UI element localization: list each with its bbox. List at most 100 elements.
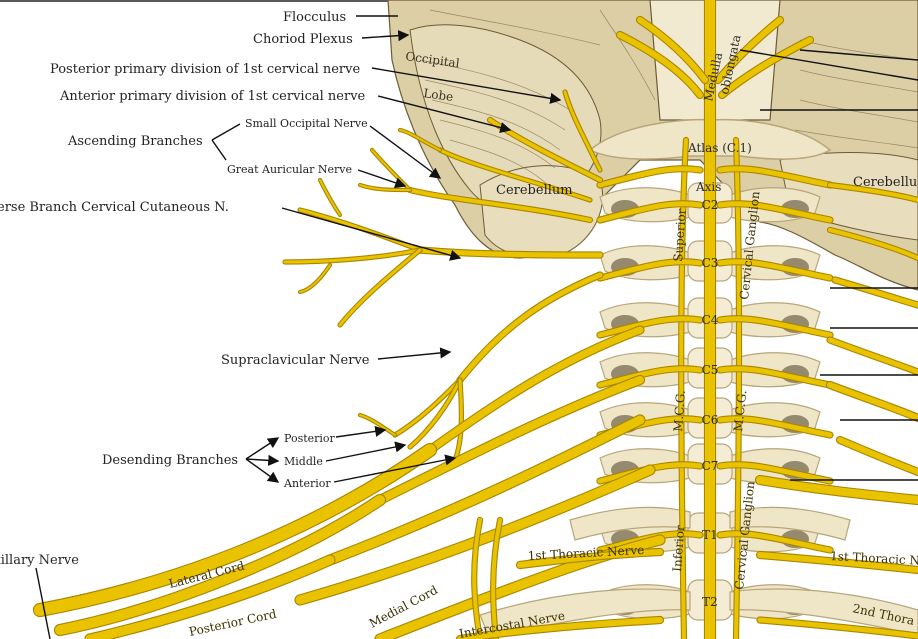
transverse-branch-3 [338,248,422,327]
axillary-nerve-label: Axillary Nerve [0,553,79,568]
right-branch-5 [827,382,918,421]
posterior-primary-label: Posterior primary division of 1st cervic… [50,62,360,77]
vertebra-label-C5: C5 [702,363,719,377]
desc-posterior [393,378,462,437]
root-right-3 [717,316,833,338]
transverse-twig-2-outline [297,262,333,295]
desc-middle [408,378,462,449]
supraclavicular-leader [377,347,452,360]
middle-trunk [325,415,645,565]
first-thoracic-right-label: 1st Thoracic Nerve [830,549,918,569]
medial-cord [375,535,665,639]
cranial-bundle-left-2 [617,32,703,98]
inferior-label: Inferior [670,525,687,573]
first-thoracic-left-label: 1st Thoracic Nerve [527,543,644,563]
root-right-2 [717,259,833,281]
cranial-bundle-right-1 [715,17,783,83]
descending-leader-1 [245,437,280,460]
anterior-label: Anterior [283,477,331,490]
anterior-branch-leader [333,454,457,483]
vertebra-label-C7: C7 [702,459,719,473]
ascending-leader-1 [211,123,241,141]
descending-leader-3 [245,458,280,483]
posterior-branch-leader [335,425,387,438]
leader-lines [35,15,918,639]
great-auricular-branch-2 [359,184,411,191]
superior-label: Superior [671,208,689,262]
atlas-label: Atlas (C.1) [687,141,752,155]
cerebellum-left-label: Cerebellum [496,183,573,198]
transverse-cervical-nerve [417,247,603,258]
great-auricular-branch-1 [371,149,411,191]
anterior-primary-label: Anterior primary division of 1st cervica… [59,89,366,104]
small-occipital-leader [369,125,442,179]
right-branch-2 [828,228,918,260]
transverse-leader [281,207,462,261]
great-auricular-leader [357,169,407,189]
posterior-primary-leader [371,67,562,104]
small-occipital-branch [399,129,441,151]
vertebra-label-C2: C2 [702,198,719,212]
axis-label: Axis [695,180,721,194]
descending-branches-label: Desending Branches [102,453,238,468]
posterior-cord [55,495,385,635]
descending-leader-2 [245,454,280,466]
long-thoracic-2 [491,518,502,639]
choroid-leader [361,30,410,42]
transverse-branch-1 [298,208,422,252]
transverse-twig-2 [299,264,331,293]
right-branch-6 [837,437,918,475]
right-branch-1 [828,183,918,202]
right-branch-3 [832,277,918,308]
mcg-left-label: M.C.G. [671,390,688,433]
sympathetic-trunk-left [679,138,688,639]
root-left-2 [597,259,703,281]
transverse-branch-2 [283,248,422,264]
root-right-1 [717,201,833,223]
supraclavicular-label: Supraclavicular Nerve [221,353,370,368]
right-thoracic-1 [757,552,918,573]
right-branch-4 [827,337,918,375]
nerve-network [32,0,918,639]
small-occipital-label: Small Occipital Nerve [245,117,368,130]
transverse-twig-1 [319,179,341,216]
lobe-label: Lobe [423,86,455,104]
root-right-0 [717,166,833,188]
small-occipital-nerve [438,148,592,202]
root-right-5 [717,416,833,438]
cerebellum-right-label: Cerebellu [853,175,917,190]
middle-branch-leader [325,441,407,462]
root-left-0 [597,166,703,188]
cranial-bundle-right-2 [719,37,813,98]
root-right-6 [717,462,833,484]
middle-label: Middle [284,455,323,468]
lateral-cord [34,444,436,616]
vertebra-label-T2: T2 [702,595,718,609]
root-left-4 [597,366,703,388]
desc-posterior-twig [359,414,396,436]
cord-lower [85,555,335,639]
ascending-leader-2 [211,139,227,161]
supraclavicular-nerve-outline [456,271,604,384]
root-right-7 [717,531,833,553]
root-left-1 [597,201,703,223]
flocculus-label: Flocculus [283,10,346,25]
vertebra-label-T1: T1 [702,528,718,542]
right-thoracic-2 [757,617,918,639]
axillary-leader [35,567,51,639]
callout-labels: Flocculus Choriod Plexus Posterior prima… [0,10,370,568]
root-right-4 [717,366,833,388]
vertebra-label-C6: C6 [702,413,719,427]
anterior-primary-leader [377,95,512,133]
great-auricular-label: Great Auricular Nerve [227,163,352,176]
root-left-3 [597,316,703,338]
upper-trunk-a [426,326,644,454]
sympathetic-trunk-right [734,138,741,639]
cranial-bundle-left-1 [637,17,708,83]
great-auricular-nerve [408,188,592,222]
upper-trunk-b [376,376,644,504]
intercostal-nerve [457,617,663,639]
right-branch-7 [756,476,918,504]
choroid-plexus-label: Choriod Plexus [253,32,353,47]
